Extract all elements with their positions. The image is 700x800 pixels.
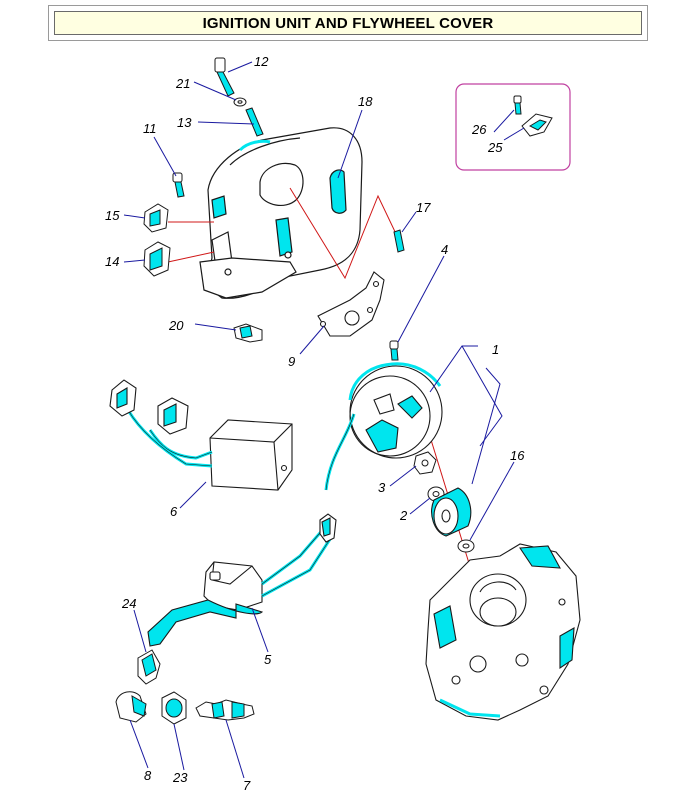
callout-9: 9 [288,354,295,369]
part-clip-25 [521,113,553,137]
part-crankcase [425,543,581,721]
part-bracket [317,271,385,337]
callout-18: 18 [358,94,373,109]
part-nut-3 [413,451,437,475]
callout-8: 8 [144,768,152,783]
leader-lines [123,61,525,779]
part-resistor-cap [137,649,161,685]
callout-13: 13 [177,115,192,130]
part-spark-plug [195,699,255,721]
callout-17: 17 [416,200,431,215]
callout-14: 14 [105,254,119,269]
part-pin-13 [245,107,264,137]
callout-labels: 12 21 13 11 18 15 14 17 20 9 26 25 4 1 1… [105,54,525,793]
callout-12: 12 [254,54,269,69]
callout-6: 6 [170,504,178,519]
part-screw-4 [389,340,399,361]
callout-5: 5 [264,652,272,667]
part-screw-11 [172,172,185,198]
callout-25: 25 [487,140,503,155]
callout-15: 15 [105,208,120,223]
callout-7: 7 [243,778,251,793]
callout-4: 4 [441,242,448,257]
part-screw-26 [513,95,522,115]
callout-20: 20 [168,318,184,333]
title-frame: IGNITION UNIT AND FLYWHEEL COVER [48,5,648,41]
callout-2: 2 [399,508,408,523]
part-flywheel-cover [199,127,363,299]
part-ignition-unit [109,379,293,491]
callout-11: 11 [143,121,157,136]
part-washer-16 [457,539,475,553]
part-pin-17 [393,229,405,253]
part-flywheel [324,362,443,491]
callout-3: 3 [378,480,386,495]
part-clip-20 [233,323,263,343]
part-plug-cap [115,691,147,723]
part-washer-21 [233,97,247,107]
part-rotor-hub [431,487,472,537]
callout-26: 26 [471,122,487,137]
part-bolt-12 [214,57,235,97]
inset-detail-box [455,83,571,171]
callout-16: 16 [510,448,525,463]
page-title: IGNITION UNIT AND FLYWHEEL COVER [54,11,642,35]
callout-1: 1 [492,342,499,357]
part-grommet-15 [143,203,169,233]
part-grommet-14 [143,241,171,277]
callout-24: 24 [121,596,136,611]
callout-23: 23 [172,770,188,785]
callout-21: 21 [175,76,190,91]
part-spark-plug-nut [161,691,187,725]
part-ignition-coil [147,513,337,647]
